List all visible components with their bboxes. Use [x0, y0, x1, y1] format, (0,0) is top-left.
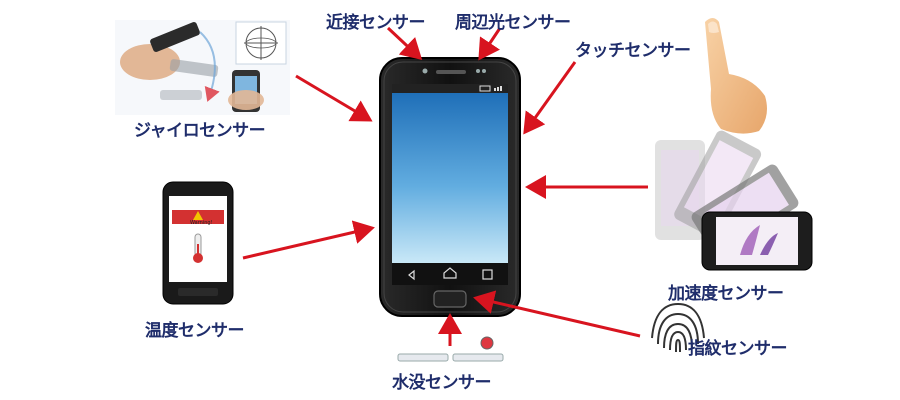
temperature-phone: Warning!: [162, 181, 234, 305]
proximity-sensor-dot: [422, 68, 428, 74]
label-gyro: ジャイロセンサー: [134, 121, 266, 141]
label-fingerprint: 指紋センサー: [688, 339, 788, 359]
home-button: [433, 290, 467, 308]
arrow-temperature: [242, 220, 375, 260]
water-sensor-illustration: [397, 336, 504, 362]
arrow-fingerprint: [473, 290, 641, 338]
earpiece: [436, 70, 466, 74]
arrows: [242, 26, 648, 346]
gyro-illustration: [115, 20, 290, 115]
light-sensor-dot: [476, 69, 480, 73]
label-acceleration: 加速度センサー: [668, 284, 784, 304]
label-temperature: 温度センサー: [145, 321, 245, 341]
acceleration-illustration: [655, 130, 813, 271]
arrow-touch: [523, 61, 577, 135]
label-proximity: 近接センサー: [326, 13, 426, 33]
arrow-proximity: [386, 26, 423, 61]
arrow-ambient-light: [478, 27, 502, 61]
finger-illustration: [705, 18, 767, 134]
label-touch: タッチセンサー: [575, 41, 691, 61]
label-water: 水没センサー: [392, 373, 492, 393]
label-ambient-light: 周辺光センサー: [455, 13, 571, 33]
arrow-gyro: [295, 74, 373, 122]
fingerprint-icon: [651, 302, 705, 353]
main-phone: [379, 57, 521, 317]
warning-text: Warning!: [190, 220, 213, 226]
phone-screen: [392, 93, 508, 263]
